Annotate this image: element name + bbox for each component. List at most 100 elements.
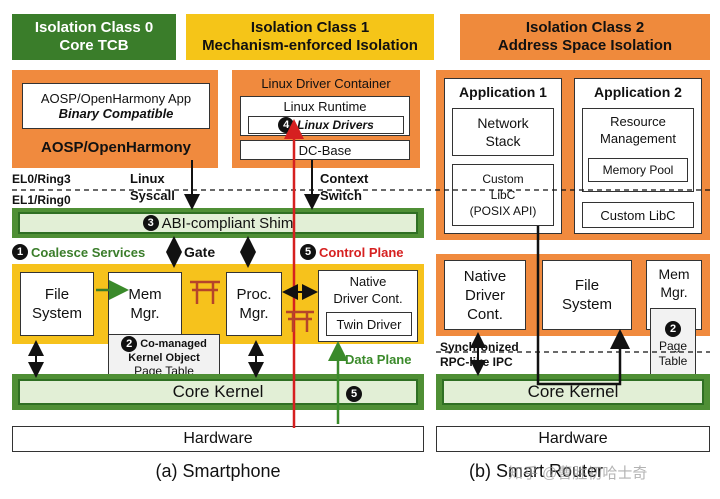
data-plane-label: Data Plane (345, 352, 412, 367)
custom-libc-line2: LibC (490, 188, 516, 202)
comanaged-line2: Kernel Object (128, 352, 200, 364)
twin-driver-label: Twin Driver (336, 316, 402, 332)
comanaged-line1-wrap: 2 Co-managed (121, 336, 207, 352)
header-class1-line1: Isolation Class 1 (250, 19, 370, 36)
hardware-label: Hardware (183, 430, 253, 447)
custom-libc-line3: (POSIX API) (469, 204, 537, 218)
router-mem-mgr-line2: Mgr. (660, 284, 688, 300)
shim-number: 3 (142, 215, 159, 231)
memory-pool-box: Memory Pool (588, 158, 688, 182)
custom-libc-app2-label: Custom LibC (600, 207, 676, 223)
file-system-line2: System (31, 305, 82, 322)
aosp-app-box: AOSP/OpenHarmony App Binary Compatible (22, 83, 210, 129)
linux-driver-container-label: Linux Driver Container (261, 75, 391, 91)
router-hardware-label: Hardware (538, 430, 608, 447)
resource-mgmt-line1: Resource (610, 114, 666, 129)
router-page-table-line1: Page (658, 339, 688, 353)
router-native-driver-box: Native Driver Cont. (444, 260, 526, 330)
comanaged-number: 2 (121, 336, 138, 352)
header-isolation-class-0: Isolation Class 0 Core TCB (12, 14, 176, 60)
app2-label: Application 2 (594, 84, 682, 100)
network-stack-line1: Network (477, 115, 529, 131)
aosp-app-title: AOSP/OpenHarmony App (40, 91, 192, 106)
header-isolation-class-1: Isolation Class 1 Mechanism-enforced Iso… (186, 14, 434, 60)
aosp-app-subtitle: Binary Compatible (58, 106, 174, 121)
linux-syscall-line1: Linux (130, 171, 165, 186)
coalesce-label: 1 Coalesce Services (12, 244, 145, 260)
header-isolation-class-2: Isolation Class 2 Address Space Isolatio… (460, 14, 710, 60)
proc-mgr-box: Proc. Mgr. (226, 272, 282, 336)
context-switch-label: Context Switch (320, 170, 368, 204)
router-file-system-box: File System (542, 260, 632, 330)
router-hardware-box: Hardware (436, 426, 710, 452)
router-core-kernel-label: Core Kernel (527, 382, 619, 401)
data-plane-number: 5 (346, 386, 362, 402)
app1-label: Application 1 (459, 84, 547, 100)
router-page-number: 2 (665, 321, 681, 337)
file-system-line1: File (44, 286, 70, 303)
shim-bar: 3 ABI-compliant Shim (18, 212, 418, 234)
network-stack-line2: Stack (485, 133, 521, 149)
router-native-driver-line3: Cont. (467, 305, 503, 323)
linux-syscall-label: Linux Syscall (130, 170, 175, 204)
native-driver-line2: Driver Cont. (333, 291, 403, 306)
proc-mgr-line2: Mgr. (239, 305, 269, 322)
proc-mgr-line1: Proc. (236, 286, 272, 303)
context-switch-line1: Context (320, 171, 369, 186)
linux-drivers-box: 4 Linux Drivers (248, 116, 404, 134)
gate-label: Gate (184, 244, 216, 260)
context-switch-line2: Switch (320, 188, 362, 203)
router-caption: (b) Smart Router (468, 460, 604, 481)
aosp-label: AOSP/OpenHarmony (40, 138, 192, 156)
shim-label: ABI-compliant Shim (161, 214, 294, 232)
hardware-box: Hardware (12, 426, 424, 452)
comanaged-line1: Co-managed (140, 337, 207, 350)
router-mem-mgr-label: Mem Mgr. (646, 264, 702, 302)
coalesce-number: 1 (12, 244, 28, 260)
twin-driver-box: Twin Driver (326, 312, 412, 336)
sync-rpc-line1: Synchronized (440, 340, 519, 354)
mem-mgr-line2: Mgr. (130, 305, 160, 322)
linux-drivers-number: 4 (278, 117, 295, 133)
smartphone-caption: (a) Smartphone (155, 460, 281, 481)
header-class2-line2: Address Space Isolation (497, 37, 673, 54)
control-plane-text: Control Plane (319, 244, 404, 260)
linux-syscall-line2: Syscall (130, 188, 175, 203)
linux-runtime-label: Linux Runtime (283, 98, 367, 114)
dc-base-label: DC-Base (298, 142, 352, 158)
control-plane-number: 5 (300, 244, 316, 260)
file-system-box: File System (20, 272, 94, 336)
router-file-system-line1: File (574, 277, 600, 294)
custom-libc-app2-box: Custom LibC (582, 202, 694, 228)
header-class1-line2: Mechanism-enforced Isolation (202, 37, 418, 54)
data-plane-number-wrap: 5 (346, 384, 365, 402)
el1-label: EL1/Ring0 (12, 193, 71, 207)
header-class0-line2: Core TCB (59, 37, 129, 54)
core-kernel-label: Core Kernel (172, 382, 264, 401)
mem-mgr-box: Mem Mgr. (108, 272, 182, 336)
router-page-table-line2: Table (658, 354, 688, 368)
native-driver-line1: Native (349, 274, 387, 289)
custom-libc-line1: Custom (482, 172, 524, 186)
el0-label: EL0/Ring3 (12, 172, 71, 186)
header-class0-line1: Isolation Class 0 (34, 19, 154, 36)
resource-mgmt-label: Resource Management (582, 112, 694, 148)
router-page-table-box: 2 Page Table (650, 308, 696, 382)
resource-mgmt-line2: Management (600, 131, 676, 146)
control-plane-label: 5 Control Plane (300, 244, 404, 260)
router-mem-mgr-line1: Mem (658, 266, 690, 282)
watermark: 知乎 @曹胜初哈士奇 (508, 465, 648, 482)
custom-libc-box: Custom LibC (POSIX API) (452, 164, 554, 226)
router-core-kernel-bar: Core Kernel (442, 379, 704, 405)
router-native-driver-line2: Driver (465, 286, 505, 304)
memory-pool-label: Memory Pool (602, 163, 674, 177)
router-file-system-line2: System (561, 296, 612, 313)
coalesce-text: Coalesce Services (31, 244, 146, 260)
network-stack-box: Network Stack (452, 108, 554, 156)
mem-mgr-line1: Mem (128, 286, 162, 303)
header-class2-line1: Isolation Class 2 (525, 19, 645, 36)
sync-rpc-line2: RPC-like IPC (440, 355, 513, 369)
native-driver-label: Native Driver Cont. (318, 272, 418, 308)
dc-base-box: DC-Base (240, 140, 410, 160)
sync-rpc-label: Synchronized RPC-like IPC (440, 340, 519, 370)
